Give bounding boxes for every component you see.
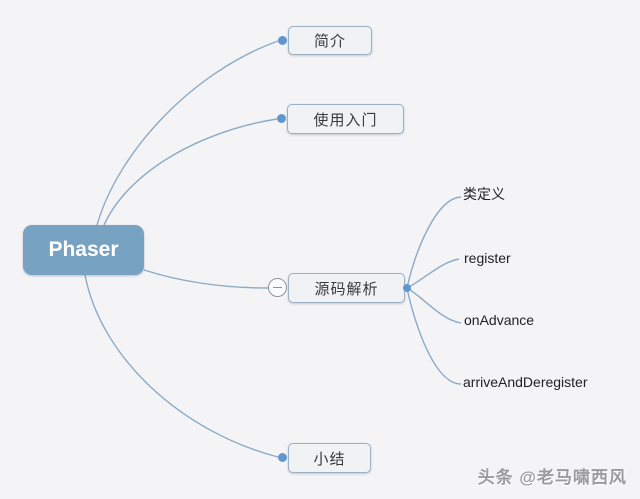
link-source-to-onadvance [406, 287, 462, 324]
link-root-to-intro [96, 40, 279, 226]
node-getting-started[interactable]: 使用入门 [287, 104, 404, 134]
node-intro[interactable]: 简介 [288, 26, 372, 55]
link-root-to-source-analysis [143, 269, 269, 289]
link-root-to-summary [84, 274, 279, 458]
node-intro-label: 简介 [313, 33, 346, 50]
leaf-arrive[interactable]: arriveAndDeregister [463, 374, 588, 390]
leaf-register[interactable]: register [464, 250, 511, 266]
link-source-to-register [406, 258, 460, 289]
node-summary[interactable]: 小结 [288, 443, 371, 473]
node-getting-started-label: 使用入门 [313, 111, 378, 129]
node-root-label: Phaser [48, 238, 119, 261]
node-source-analysis-label: 源码解析 [314, 280, 379, 298]
connector-dot-getting-started [277, 114, 286, 123]
connector-dot-fanout [403, 284, 411, 292]
leaf-onadvance[interactable]: onAdvance [464, 312, 535, 328]
node-root[interactable]: Phaser [23, 225, 144, 275]
leaf-classdef[interactable]: 类定义 [463, 186, 505, 202]
minus-glyph [273, 287, 282, 288]
connector-dot-summary [278, 453, 287, 462]
link-root-to-getting-started [103, 118, 278, 226]
collapse-minus-icon[interactable] [268, 278, 287, 297]
node-source-analysis[interactable]: 源码解析 [288, 273, 405, 303]
link-source-to-arrive [406, 287, 462, 385]
connector-dot-intro [278, 36, 287, 45]
node-summary-label: 小结 [313, 450, 346, 468]
watermark: 头条 @老马啸西风 [477, 468, 627, 487]
link-source-to-classdef [406, 196, 462, 289]
